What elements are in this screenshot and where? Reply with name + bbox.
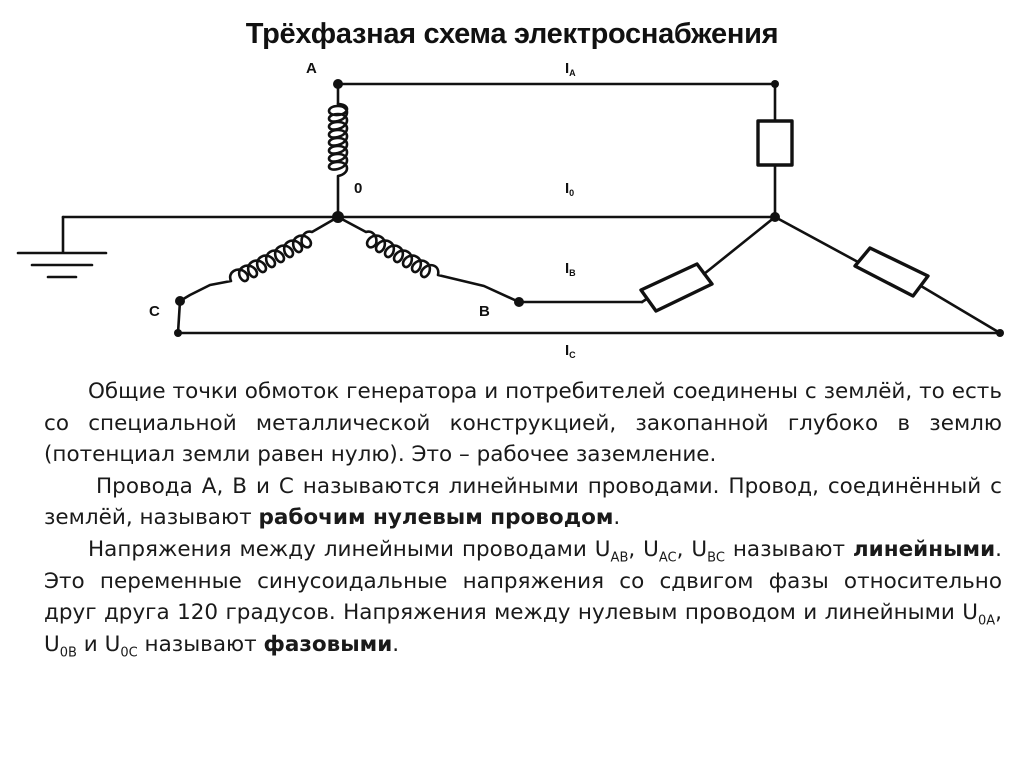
label-c: C [149,303,160,320]
label-b: B [479,303,490,320]
coil-b [336,215,521,304]
label-current-zero: I0 [565,180,574,198]
paragraph-3: Напряжения между линейными проводами UAB… [44,536,1002,661]
load-resistor-b [639,262,714,313]
wire-b-load-to-star [702,215,777,276]
label-a: A [306,60,317,77]
wire-c-load-down [919,284,1002,335]
coil-c [178,215,340,303]
term-working-neutral: рабочим нулевым проводом [258,505,614,531]
node-a [333,79,343,89]
node-zero [332,211,344,223]
paragraph-1: Общие точки обмоток генератора и потреби… [44,379,1002,468]
body-text: Общие точки обмоток генератора и потреби… [44,376,1002,660]
node-b [514,297,524,307]
node-c-low [174,329,182,337]
load-resistor-a [756,119,794,167]
term-linear: линейными [852,536,996,562]
node-load-c [996,329,1004,337]
label-zero: 0 [354,180,362,197]
node-load-star [770,212,780,222]
circuit-diagram: A 0 B C IA I0 IB IC [16,60,1004,360]
load-resistor-c [853,246,930,298]
slide-title: Трёхфазная схема электроснабжения [245,18,779,50]
node-c [175,296,185,306]
paragraph-2: Провода A, B и C называются линейными пр… [44,473,1002,531]
node-load-a-top [771,80,779,88]
label-current-a: IA [565,60,576,78]
term-phase: фазовыми [263,631,393,657]
label-current-c: IC [565,342,576,360]
label-current-b: IB [565,260,576,278]
wire-c-load-up [773,215,860,264]
coil-a [327,102,349,219]
